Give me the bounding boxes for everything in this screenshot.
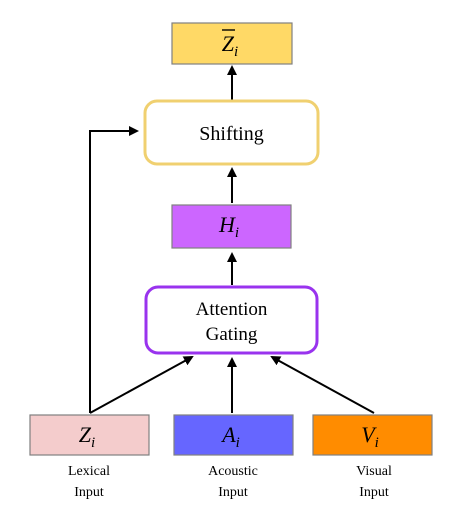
h-label: Hi bbox=[218, 212, 239, 241]
connector-arrows bbox=[89, 65, 375, 414]
attention-gating-box bbox=[144, 285, 319, 355]
arrow-z-to-attention bbox=[89, 356, 194, 414]
z-bar-label: Zi bbox=[222, 31, 238, 60]
acoustic-caption: Acoustic Input bbox=[208, 464, 258, 500]
v-input-box bbox=[312, 414, 433, 456]
z-input-node: Zi bbox=[29, 414, 150, 456]
attention-gating-label-line2: Gating bbox=[206, 324, 258, 345]
arrow-z-skip-to-shifting bbox=[89, 126, 139, 413]
attention-gating-node: Attention Gating bbox=[144, 285, 319, 355]
a-input-box bbox=[173, 414, 294, 456]
acoustic-caption-line2: Input bbox=[218, 485, 248, 500]
v-input-label: Vi bbox=[361, 422, 379, 451]
shifting-box bbox=[143, 99, 320, 166]
visual-caption: Visual Input bbox=[356, 464, 392, 500]
shifting-node: Shifting bbox=[143, 99, 320, 166]
z-input-label: Zi bbox=[79, 422, 95, 451]
a-input-label: Ai bbox=[220, 422, 240, 451]
h-box bbox=[171, 204, 292, 249]
z-input-box bbox=[29, 414, 150, 456]
visual-caption-line2: Input bbox=[359, 485, 389, 500]
z-bar-node: Zi bbox=[171, 22, 293, 65]
h-node: Hi bbox=[171, 204, 292, 249]
lexical-caption: Lexical Input bbox=[68, 464, 110, 500]
attention-gating-label-line1: Attention bbox=[196, 299, 268, 320]
v-input-node: Vi bbox=[312, 414, 433, 456]
lexical-caption-line1: Lexical bbox=[68, 464, 110, 479]
shifting-label: Shifting bbox=[199, 123, 263, 145]
arrow-v-to-attention bbox=[270, 356, 375, 414]
lexical-caption-line2: Input bbox=[74, 485, 104, 500]
visual-caption-line1: Visual bbox=[356, 464, 392, 479]
a-input-node: Ai bbox=[173, 414, 294, 456]
acoustic-caption-line1: Acoustic bbox=[208, 464, 258, 479]
